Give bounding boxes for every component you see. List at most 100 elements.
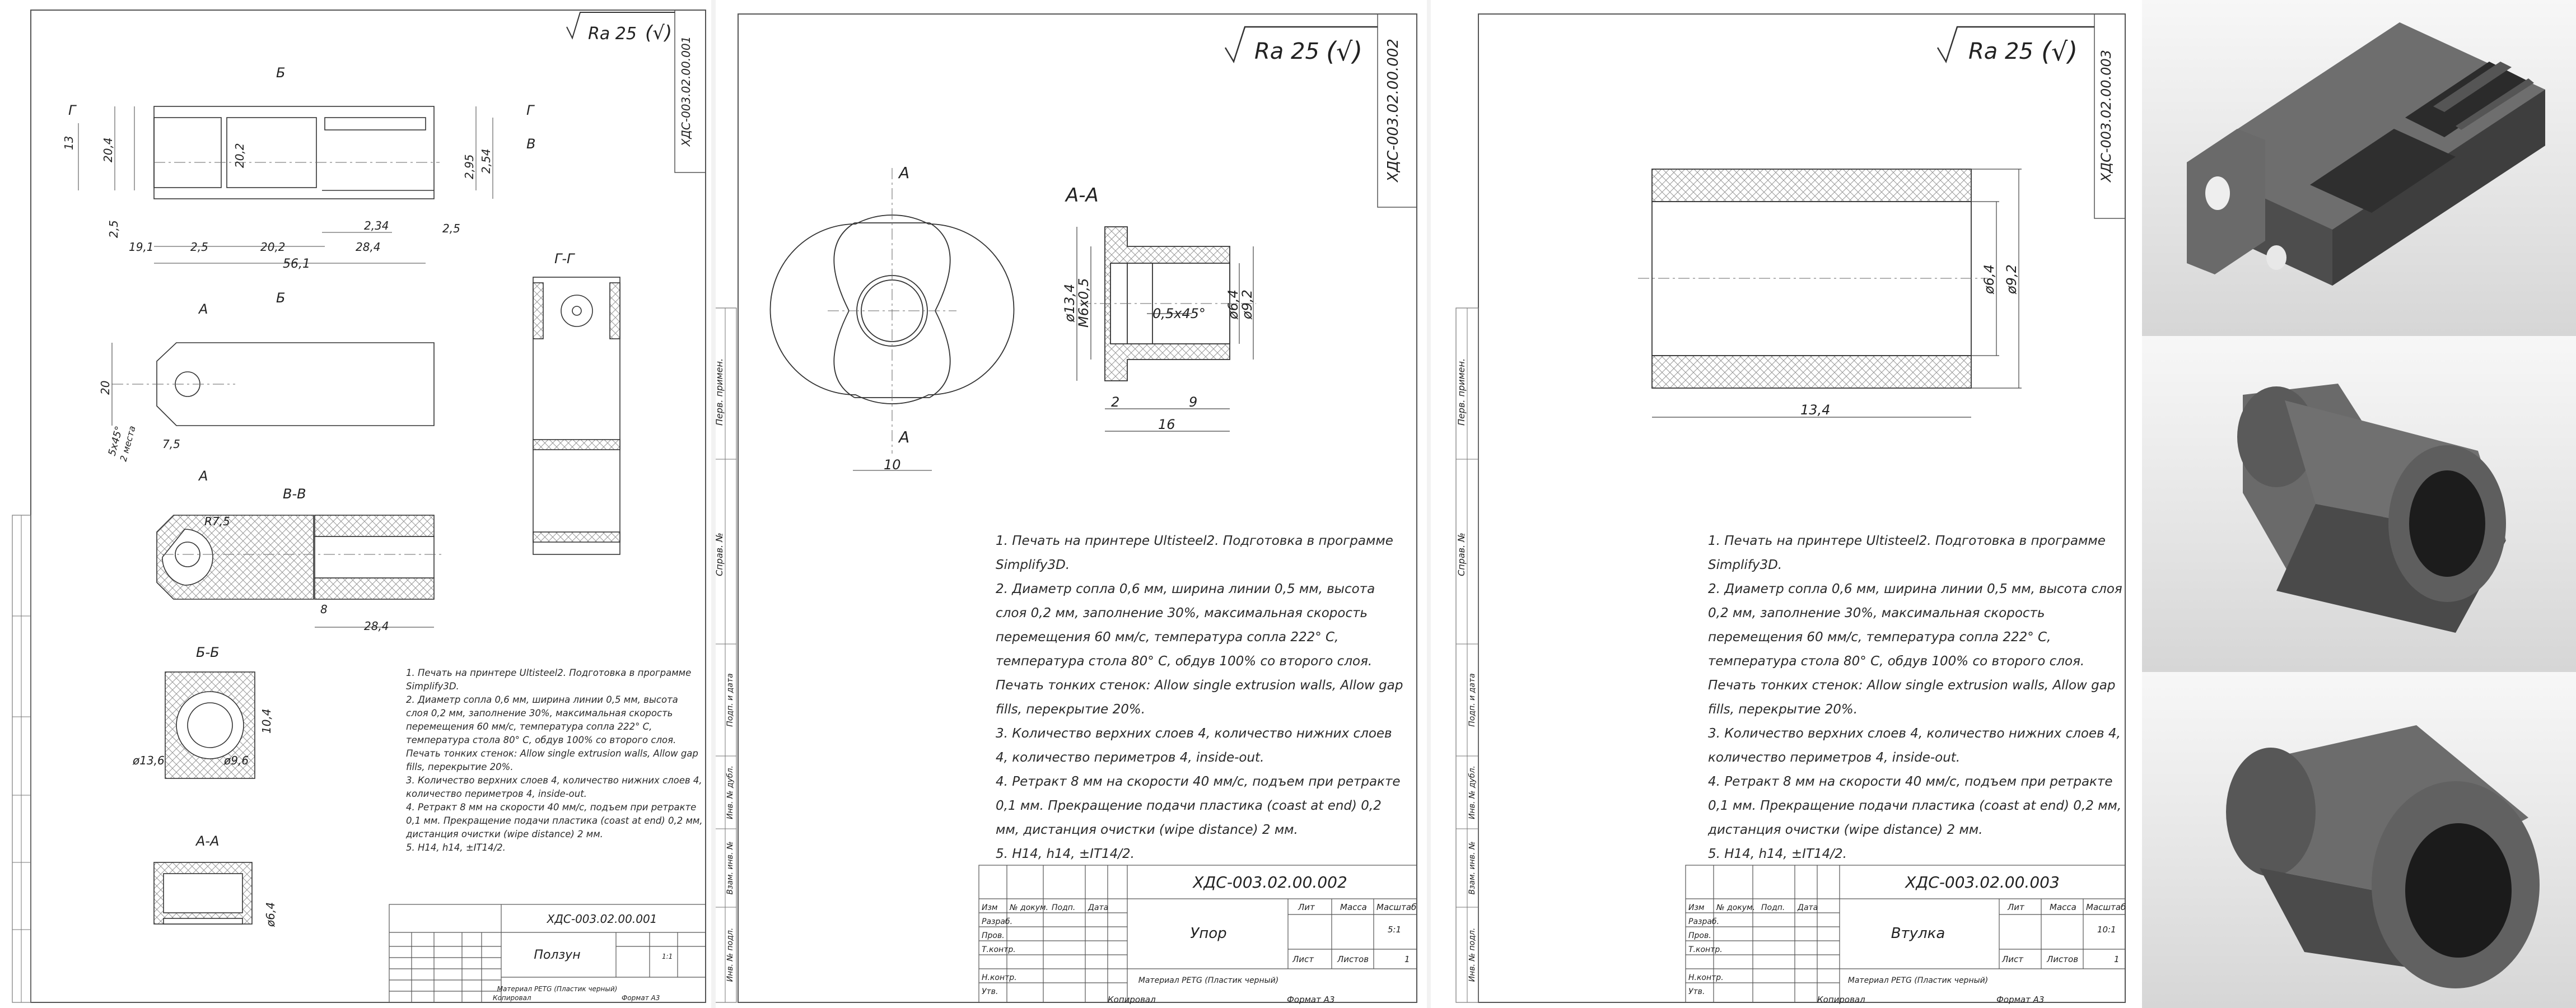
part-name-1: Ползун	[534, 948, 580, 962]
section-vv-label: В-В	[283, 486, 306, 502]
rotated-code: ХДС-003.02.00.002	[1385, 39, 1402, 183]
rotated-code: ХДС-003.02.00.003	[2098, 50, 2114, 183]
dim-20-2b: 20,2	[260, 240, 286, 254]
stamp-first-use: Перв. примен.	[1456, 358, 1467, 426]
dim-13: 13	[62, 136, 76, 150]
title-block-2	[978, 865, 1417, 1003]
roughness-symbol	[566, 12, 675, 40]
main-view-dims	[78, 106, 493, 264]
section-a-top: А	[198, 301, 208, 317]
render-panel	[2142, 0, 2576, 1008]
title-code-1: ХДС-003.02.00.001	[547, 912, 657, 926]
tb-scale-label: Масштаб	[2086, 902, 2126, 912]
title-code-2: ХДС-003.02.00.002	[1192, 873, 1347, 892]
tb-sheet: Лист	[1292, 954, 1314, 964]
sheet-frame	[30, 10, 706, 1003]
dim-7-5: 7,5	[162, 437, 180, 451]
stop-part-image	[2237, 384, 2506, 633]
tb-checker: Пров.	[1688, 931, 1711, 940]
render-slider-part	[2142, 0, 2576, 336]
dim-2-95: 2,95	[463, 154, 476, 179]
dim-d9-2: ø9,2	[1239, 290, 1255, 320]
dim-r7-5: R7,5	[204, 515, 230, 528]
sheet-1-svg: ХДС-003.02.00.001 Ra 25 (√) Б Б Г Г В 13…	[12, 10, 706, 1003]
note-item: 5. H14, h14, ±IT14/2.	[406, 842, 506, 853]
dim-8: 8	[320, 603, 328, 616]
dim-d6-4: ø6,4	[1225, 290, 1241, 320]
dim-d9-6: ø9,6	[223, 754, 249, 767]
cut-marker-bottom: А	[898, 428, 909, 446]
cut-marker-top: А	[898, 164, 909, 182]
part-name-2: Упор	[1190, 925, 1226, 942]
note-item: 3. Количество верхних слоев 4, количеств…	[1708, 726, 2121, 765]
title-block-1	[389, 904, 706, 1003]
part-name-3: Втулка	[1891, 925, 1945, 942]
roughness-paren: (√)	[1326, 36, 1362, 67]
dim-28-4: 28,4	[356, 240, 381, 254]
view-a	[111, 342, 435, 426]
material-3: Материал PETG (Пластик черный)	[1848, 976, 1988, 985]
stamp-sign-date: Подп. и дата	[1468, 673, 1477, 726]
tb-developer: Разраб.	[1688, 917, 1719, 926]
code-stamp-box	[2094, 13, 2126, 219]
bushing-part-image	[2226, 725, 2540, 988]
stamp-replace-no: Взам. инв. №	[726, 841, 735, 894]
dim-2-34: 2,34	[364, 219, 389, 232]
stamp-orig-no: Инв. № подл.	[726, 928, 735, 982]
tb-mass: Масса	[2050, 902, 2076, 912]
bushing-section	[1638, 169, 2022, 418]
note-item: 2. Диаметр сопла 0,6 мм, ширина линии 0,…	[1708, 582, 2122, 717]
tb-lit: Лит	[1298, 902, 1315, 912]
tb-sheets-value: 1	[1404, 954, 1410, 964]
tb-checker: Пров.	[982, 931, 1005, 940]
drawing-sheet-3: ХДС-003.02.00.003 Ra 25 (√) Перв. примен…	[1431, 0, 2142, 1008]
tb-scale-label: Масштаб	[1376, 902, 1416, 912]
material-2: Материал PETG (Пластик черный)	[1138, 976, 1278, 985]
dim-d13-6: ø13,6	[132, 754, 165, 767]
note-item: 1. Печать на принтере Ultisteel2. Подгот…	[1708, 534, 2106, 572]
view-gg	[533, 277, 620, 555]
tb-ncontrol: Н.контр.	[1688, 973, 1724, 982]
dim-20-2: 20,2	[233, 143, 246, 168]
tb-mass: Масса	[1340, 902, 1367, 912]
scale-2: 5:1	[1388, 925, 1401, 935]
copied-1: Копировал	[493, 994, 531, 1002]
dim-19-1: 19,1	[129, 240, 154, 254]
roughness-label: Ra 25	[1968, 39, 2033, 64]
roughness-label: Ra 25	[588, 24, 637, 44]
section-g-left: Г	[68, 102, 77, 118]
dim-13-4: 13,4	[1800, 402, 1830, 418]
tb-change: Изм	[982, 903, 998, 912]
format-2: Формат А3	[1287, 995, 1334, 1005]
tb-tcontrol: Т.контр.	[1688, 945, 1723, 954]
section-aa-label: А-А	[1065, 184, 1099, 207]
dim-d13-4: ø13,4	[1062, 284, 1077, 323]
tb-doc: № докум.	[1009, 903, 1048, 912]
sheet-2-svg: ХДС-003.02.00.002 Ra 25 (√) Перв. примен…	[716, 13, 1417, 1005]
dim-10: 10	[884, 457, 901, 473]
dim-20-4: 20,4	[101, 137, 115, 162]
tb-doc: № докум.	[1716, 903, 1755, 912]
stamp-ref-no: Справ. №	[716, 533, 725, 576]
note-item: 1. Печать на принтере Ultisteel2. Подгот…	[996, 534, 1393, 572]
view-aa-small	[153, 862, 253, 925]
note-item: 5. H14, h14, ±IT14/2.	[1708, 847, 1847, 861]
section-b-top: Б	[276, 65, 285, 81]
rotated-code: ХДС-003.02.00.001	[679, 36, 693, 147]
tb-sign: Подп.	[1052, 903, 1075, 912]
view-vv	[156, 515, 442, 628]
format-3: Формат А3	[1996, 995, 2044, 1005]
scale-3: 10:1	[2097, 925, 2116, 935]
render-stop-part	[2142, 336, 2576, 672]
tech-notes-3: 1. Печать на принтере Ultisteel2. Подгот…	[1708, 529, 2122, 866]
dim-2: 2	[1111, 394, 1119, 410]
tb-change: Изм	[1688, 903, 1705, 912]
tb-sheet: Лист	[2001, 954, 2024, 964]
view-bb	[165, 671, 255, 779]
dim-20: 20	[99, 381, 112, 395]
drawing-sheet-2: ХДС-003.02.00.002 Ra 25 (√) Перв. примен…	[716, 0, 1427, 1008]
note-item: 4. Ретракт 8 мм на скорости 40 мм/с, под…	[406, 802, 703, 839]
note-item: 5. H14, h14, ±IT14/2.	[996, 847, 1135, 861]
section-a-bottom: А	[198, 468, 208, 484]
title-code-3: ХДС-003.02.00.003	[1904, 873, 2060, 892]
